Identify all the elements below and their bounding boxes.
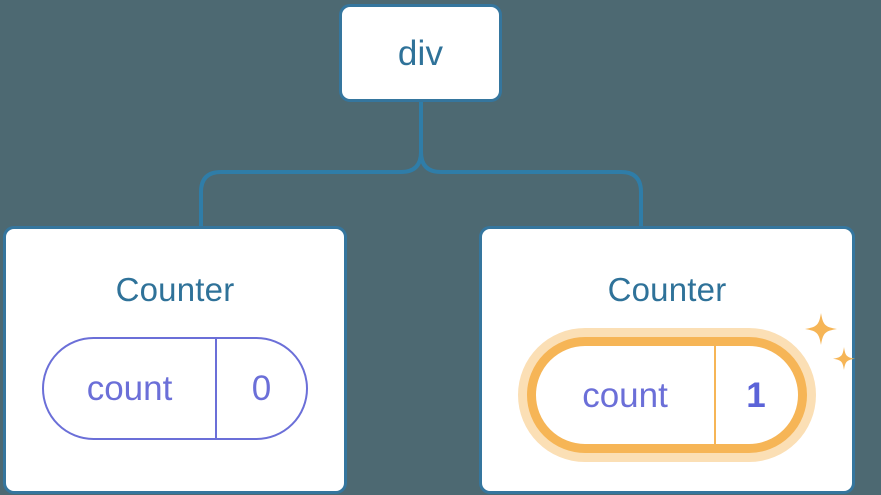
state-pill-right-value: 1 [746, 375, 766, 415]
state-pill-wrap-right: count 1 [527, 313, 855, 453]
connector-to-left-child [199, 151, 423, 226]
state-pill-wrap-left: count 0 [42, 337, 308, 440]
sparkle-large-icon [805, 313, 837, 345]
sparkle-small-icon [833, 347, 855, 370]
state-pill-left[interactable]: count 0 [42, 337, 308, 440]
state-pill-left-key: count [86, 369, 173, 408]
state-pill-right[interactable]: count 1 [527, 337, 807, 453]
state-pill-right-key-cell: count [536, 346, 716, 444]
state-pill-right-key: count [582, 375, 668, 415]
state-pill-left-value: 0 [251, 369, 272, 408]
node-root-label: div [397, 33, 444, 73]
node-counter-right-title: Counter [607, 271, 727, 308]
connector-to-right-child [419, 151, 643, 226]
node-root-div[interactable]: div [339, 4, 502, 102]
state-pill-right-value-cell: 1 [716, 346, 796, 444]
sparkle-group [805, 313, 855, 370]
state-pill-left-value-cell: 0 [217, 339, 306, 438]
node-counter-right[interactable]: Counter count 1 [479, 226, 855, 494]
node-counter-left-title: Counter [115, 271, 235, 308]
node-counter-left[interactable]: Counter count 0 [3, 226, 347, 494]
state-pill-left-key-cell: count [44, 339, 217, 438]
